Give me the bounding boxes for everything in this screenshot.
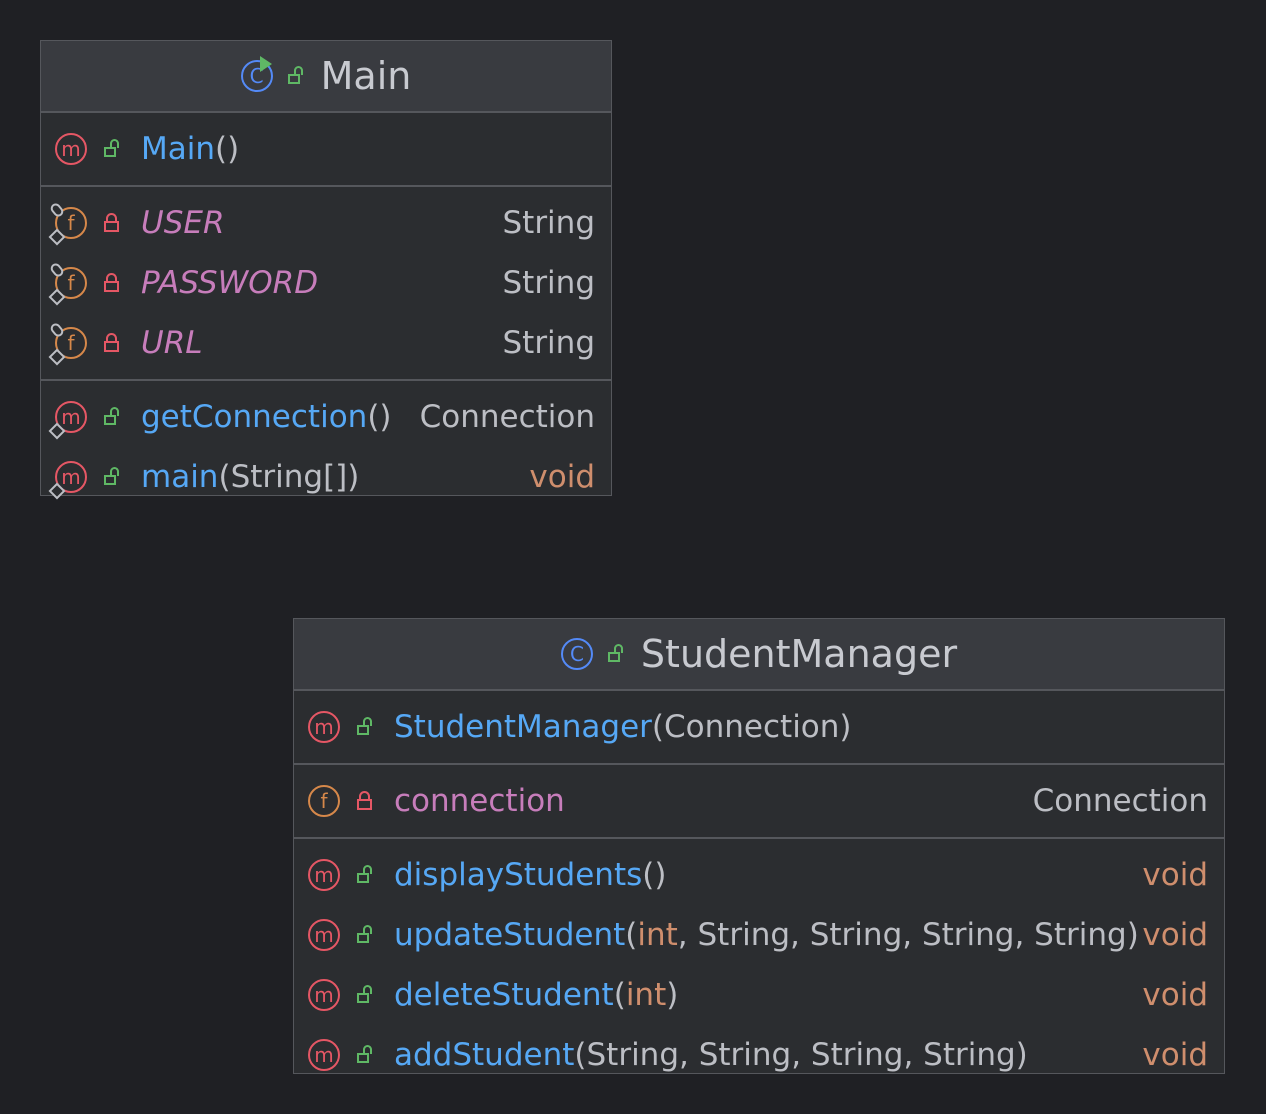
- method-params-open: (: [613, 977, 626, 1013]
- public-unlocked-icon: [103, 467, 121, 487]
- method-params-rest: , String, String, String, String): [677, 917, 1139, 953]
- method-name: main: [141, 459, 219, 495]
- static-method-icon: m: [48, 401, 87, 440]
- method-name: getConnection: [141, 399, 368, 435]
- constructor-name: Main: [141, 131, 216, 167]
- constructor-name: StudentManager: [394, 709, 652, 745]
- method-return-type: Connection: [419, 399, 595, 435]
- method-icon: m: [55, 133, 87, 165]
- static-method-icon: m: [48, 461, 87, 500]
- constructors-section: m Main(): [41, 113, 611, 187]
- class-box-studentmanager[interactable]: C StudentManager m StudentManager(Connec…: [293, 618, 1225, 1074]
- method-params: (): [642, 857, 667, 893]
- class-name: StudentManager: [640, 632, 958, 676]
- public-unlocked-icon: [356, 865, 374, 885]
- method-params-open: (: [625, 917, 638, 953]
- static-final-field-icon: f: [48, 201, 87, 246]
- field-name: connection: [394, 783, 565, 819]
- constructor-params: (Connection): [651, 709, 852, 745]
- field-icon: f: [308, 785, 340, 817]
- public-unlocked-icon: [356, 1045, 374, 1065]
- field-row[interactable]: f PASSWORD String: [41, 253, 611, 313]
- static-final-field-icon: f: [48, 261, 87, 306]
- public-unlocked-icon: [356, 925, 374, 945]
- method-icon: m: [308, 979, 340, 1011]
- method-name: addStudent: [394, 1037, 575, 1073]
- methods-section: m getConnection() Connection m main(Stri…: [41, 381, 611, 513]
- constructors-section: m StudentManager(Connection): [294, 691, 1224, 765]
- method-row[interactable]: m getConnection() Connection: [41, 387, 611, 447]
- method-param-keyword: int: [637, 917, 678, 953]
- field-name: URL: [141, 325, 203, 361]
- class-name: Main: [320, 54, 412, 98]
- class-box-main[interactable]: C Main m Main() f USER String f PASSWORD…: [40, 40, 612, 500]
- method-name: deleteStudent: [394, 977, 614, 1013]
- method-return-type: void: [1142, 1037, 1208, 1073]
- method-row[interactable]: m main(String[]) void: [41, 447, 611, 507]
- runnable-class-icon: C: [240, 56, 273, 92]
- field-type: String: [502, 205, 595, 241]
- method-row[interactable]: m displayStudents() void: [294, 845, 1224, 905]
- method-icon: m: [308, 711, 340, 743]
- method-name: displayStudents: [394, 857, 643, 893]
- method-row[interactable]: m addStudent(String, String, String, Str…: [294, 1025, 1224, 1085]
- fields-section: f connection Connection: [294, 765, 1224, 839]
- field-row[interactable]: f connection Connection: [294, 771, 1224, 831]
- public-unlocked-icon: [287, 66, 305, 86]
- fields-section: f USER String f PASSWORD String f URL St…: [41, 187, 611, 381]
- constructor-params: (): [215, 131, 240, 167]
- method-return-type: void: [529, 459, 595, 495]
- method-row[interactable]: m deleteStudent(int) void: [294, 965, 1224, 1025]
- field-row[interactable]: f URL String: [41, 313, 611, 373]
- private-locked-icon: [103, 333, 121, 353]
- public-unlocked-icon: [607, 644, 625, 664]
- field-name: USER: [141, 205, 225, 241]
- methods-section: m displayStudents() void m updateStudent…: [294, 839, 1224, 1091]
- method-params: (String[]): [218, 459, 360, 495]
- method-icon: m: [308, 919, 340, 951]
- public-unlocked-icon: [356, 985, 374, 1005]
- field-type: String: [502, 325, 595, 361]
- private-locked-icon: [103, 273, 121, 293]
- method-params: (String, String, String, String): [574, 1037, 1028, 1073]
- method-params: (): [367, 399, 392, 435]
- constructor-row[interactable]: m StudentManager(Connection): [294, 697, 1224, 757]
- method-param-keyword: int: [625, 977, 667, 1013]
- public-unlocked-icon: [103, 139, 121, 159]
- method-icon: m: [308, 859, 340, 891]
- method-name: updateStudent: [394, 917, 626, 953]
- field-type: Connection: [1032, 783, 1208, 819]
- class-header[interactable]: C Main: [41, 41, 611, 113]
- method-params-rest: ): [666, 977, 679, 1013]
- static-final-field-icon: f: [48, 321, 87, 366]
- method-return-type: void: [1142, 857, 1208, 893]
- class-header[interactable]: C StudentManager: [294, 619, 1224, 691]
- private-locked-icon: [103, 213, 121, 233]
- constructor-row[interactable]: m Main(): [41, 119, 611, 179]
- public-unlocked-icon: [103, 407, 121, 427]
- field-name: PASSWORD: [141, 265, 319, 301]
- field-row[interactable]: f USER String: [41, 193, 611, 253]
- class-icon: C: [560, 638, 593, 670]
- method-icon: m: [308, 1039, 340, 1071]
- private-locked-icon: [356, 791, 374, 811]
- field-type: String: [502, 265, 595, 301]
- method-return-type: void: [1142, 917, 1208, 953]
- public-unlocked-icon: [356, 717, 374, 737]
- method-return-type: void: [1142, 977, 1208, 1013]
- method-row[interactable]: m updateStudent(int, String, String, Str…: [294, 905, 1224, 965]
